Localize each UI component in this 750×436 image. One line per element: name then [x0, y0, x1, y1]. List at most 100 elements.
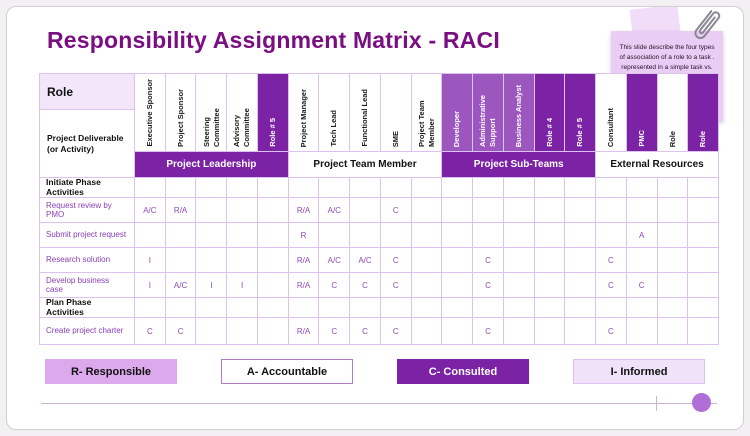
column-header: Functional Lead	[350, 74, 381, 152]
matrix-cell: C	[380, 248, 412, 273]
matrix-cell	[227, 178, 258, 198]
matrix-cell	[688, 298, 719, 318]
group-header: Project Sub-Teams	[442, 152, 597, 178]
matrix-cell	[565, 223, 597, 248]
matrix-cell	[688, 223, 719, 248]
matrix-cell	[657, 248, 689, 273]
matrix-cell	[503, 223, 535, 248]
row-label: Submit project request	[40, 223, 135, 248]
matrix-cell: C	[596, 318, 627, 345]
group-header: Project Leadership	[135, 152, 289, 178]
matrix-cell	[319, 178, 351, 198]
group-header: External Resources	[596, 152, 719, 178]
matrix-cell	[688, 248, 719, 273]
matrix-cell	[503, 178, 535, 198]
matrix-cell	[411, 298, 443, 318]
matrix-cell	[626, 298, 658, 318]
matrix-cell	[227, 223, 258, 248]
matrix-cell	[596, 178, 627, 198]
matrix-cell	[534, 248, 566, 273]
matrix-cell: R/A	[288, 248, 320, 273]
matrix-cell	[380, 298, 412, 318]
matrix-cell: C	[473, 248, 504, 273]
column-header-label: Project Sponsor	[175, 89, 185, 147]
matrix-cell	[257, 273, 289, 298]
matrix-cell	[165, 178, 197, 198]
column-header-label: Role # 5	[267, 118, 277, 147]
column-header: SME	[380, 74, 412, 152]
matrix-cell	[565, 273, 597, 298]
matrix-cell: A	[626, 223, 658, 248]
matrix-cell	[196, 298, 228, 318]
matrix-cell: R/A	[165, 198, 197, 223]
paperclip-icon	[694, 10, 721, 40]
matrix-cell	[626, 248, 658, 273]
matrix-cell	[473, 198, 504, 223]
group-header: Project Team Member	[288, 152, 443, 178]
matrix-cell	[442, 273, 474, 298]
matrix-cell	[565, 198, 597, 223]
row-label: Research solution	[40, 248, 135, 273]
group-header-label: External Resources	[610, 159, 704, 170]
matrix-cell	[657, 273, 689, 298]
column-header: Role	[688, 74, 719, 152]
matrix-cell	[319, 298, 351, 318]
matrix-cell	[411, 198, 443, 223]
row-label: Develop business case	[40, 273, 135, 298]
column-header: Role # 5	[565, 74, 597, 152]
matrix-cell	[257, 248, 289, 273]
matrix-cell	[442, 223, 474, 248]
matrix-cell	[442, 298, 474, 318]
matrix-cell	[657, 223, 689, 248]
matrix-cell	[596, 298, 627, 318]
matrix-cell	[596, 223, 627, 248]
column-header: Advisory Committee	[227, 74, 258, 152]
column-header-label: Role	[698, 130, 708, 147]
matrix-cell	[350, 298, 381, 318]
matrix-cell: R/A	[288, 198, 320, 223]
matrix-cell: C	[319, 273, 351, 298]
matrix-cell	[165, 248, 197, 273]
matrix-cell	[227, 318, 258, 345]
matrix-cell	[257, 178, 289, 198]
matrix-cell	[626, 198, 658, 223]
matrix-cell	[227, 198, 258, 223]
legend: R- Responsible A- Accountable C- Consult…	[45, 359, 705, 384]
column-header-label: Role # 5	[575, 118, 585, 147]
matrix-cell: C	[350, 273, 381, 298]
group-header-label: Project Sub-Teams	[473, 159, 564, 170]
matrix-cell	[657, 178, 689, 198]
matrix-cell	[350, 223, 381, 248]
column-header: Consultant	[596, 74, 627, 152]
matrix-cell	[411, 178, 443, 198]
matrix-cell	[442, 318, 474, 345]
matrix-cell	[196, 248, 228, 273]
matrix-cell	[503, 298, 535, 318]
column-header: Tech Lead	[319, 74, 351, 152]
column-header-label: Project Team Member	[416, 100, 436, 147]
matrix-cell	[380, 178, 412, 198]
matrix-cell	[319, 223, 351, 248]
matrix-cell: C	[380, 318, 412, 345]
matrix-cell	[135, 178, 166, 198]
slide: Responsibility Assignment Matrix - RACI …	[6, 6, 744, 430]
matrix-cell	[688, 178, 719, 198]
matrix-cell	[227, 298, 258, 318]
matrix-cell	[442, 248, 474, 273]
matrix-cell	[688, 198, 719, 223]
matrix-cell	[350, 198, 381, 223]
matrix-cell: A/C	[135, 198, 166, 223]
column-header-label: Business Analyst	[513, 84, 523, 147]
column-header: Role	[657, 74, 689, 152]
matrix-cell: A/C	[319, 248, 351, 273]
matrix-cell: A/C	[165, 273, 197, 298]
matrix-cell	[503, 273, 535, 298]
column-header: Role # 4	[534, 74, 566, 152]
matrix-cell	[257, 198, 289, 223]
matrix-cell	[380, 223, 412, 248]
column-header: Project Sponsor	[165, 74, 197, 152]
matrix-cell	[657, 198, 689, 223]
column-header-label: Functional Lead	[360, 89, 370, 147]
row-label: Initiate Phase Activities	[40, 177, 135, 198]
